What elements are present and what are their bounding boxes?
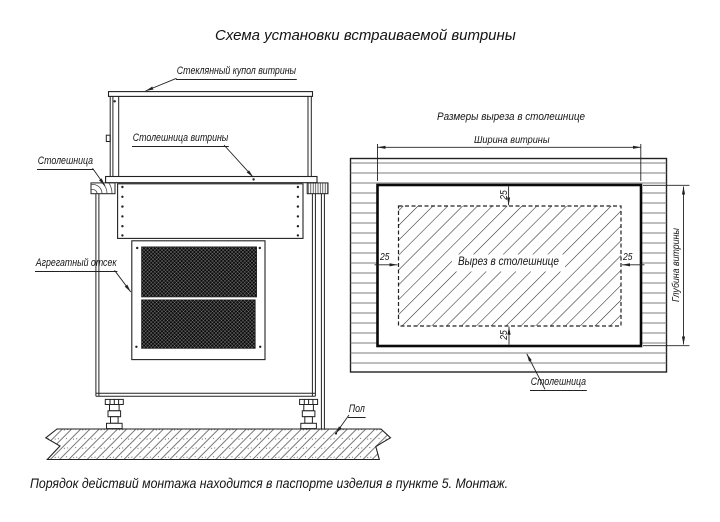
leader-lines	[92, 77, 350, 435]
dimension-lines	[374, 144, 690, 347]
dim-25-left: 25	[380, 251, 390, 263]
vent-grille-top	[141, 246, 258, 298]
display-counter-label: Столешница витрины	[132, 133, 230, 147]
cutout-label: Вырез в столешнице	[458, 256, 559, 268]
dim-25-bottom: 25	[498, 329, 510, 340]
page-title: Схема установки встраиваемой витрины	[215, 27, 516, 44]
floor-label: Пол	[347, 403, 366, 418]
vent-grille-bottom	[141, 299, 256, 349]
leg-left	[104, 398, 124, 430]
countertop-leader	[526, 353, 546, 390]
leg-right	[299, 398, 319, 430]
dim-25-right: 25	[623, 251, 633, 263]
machine-compartment-door	[131, 240, 266, 361]
dim-25-top: 25	[499, 190, 510, 200]
top-view-title: Размеры выреза в столешнице	[437, 110, 586, 123]
display-counter-band	[105, 175, 318, 184]
cabinet-body	[95, 193, 325, 429]
machine-compartment-label: Агрегатный отсек	[35, 257, 118, 272]
glass-dome-label: Стеклянный купол витрины	[176, 66, 297, 80]
countertop-left-label: Столешница	[37, 155, 94, 170]
note-text: Порядок действий монтажа находится в пас…	[30, 475, 509, 491]
upper-panel	[117, 183, 304, 239]
countertop-section-right	[306, 182, 329, 195]
countertop-right-label: Столешница	[530, 376, 587, 391]
depth-label: Глубина витрины	[669, 227, 682, 302]
glass-dome	[105, 91, 314, 177]
top-view	[349, 144, 690, 390]
front-view	[44, 77, 392, 461]
width-label: Ширина витрины	[474, 133, 550, 146]
floor-section	[44, 428, 392, 461]
